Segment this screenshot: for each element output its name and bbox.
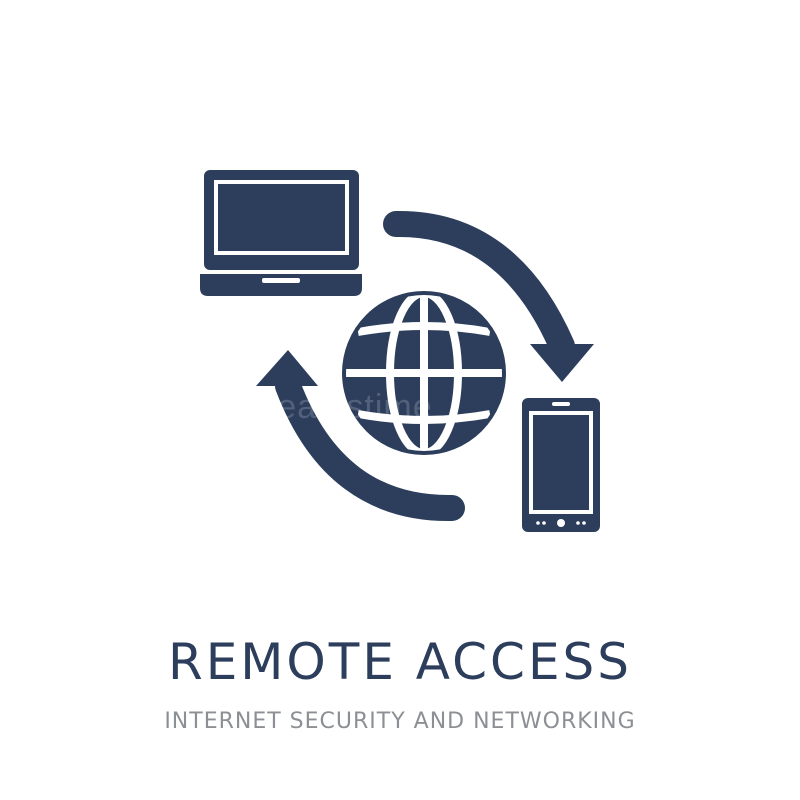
icon-title: REMOTE ACCESS: [167, 633, 633, 691]
smartphone-icon: [522, 398, 600, 532]
clockwise-arrow-icon: [383, 210, 594, 382]
icon-subtitle: INTERNET SECURITY AND NETWORKING: [164, 709, 636, 734]
globe-icon: [342, 289, 506, 457]
laptop-icon: [200, 170, 362, 296]
counterclockwise-arrow-icon: [256, 350, 465, 522]
